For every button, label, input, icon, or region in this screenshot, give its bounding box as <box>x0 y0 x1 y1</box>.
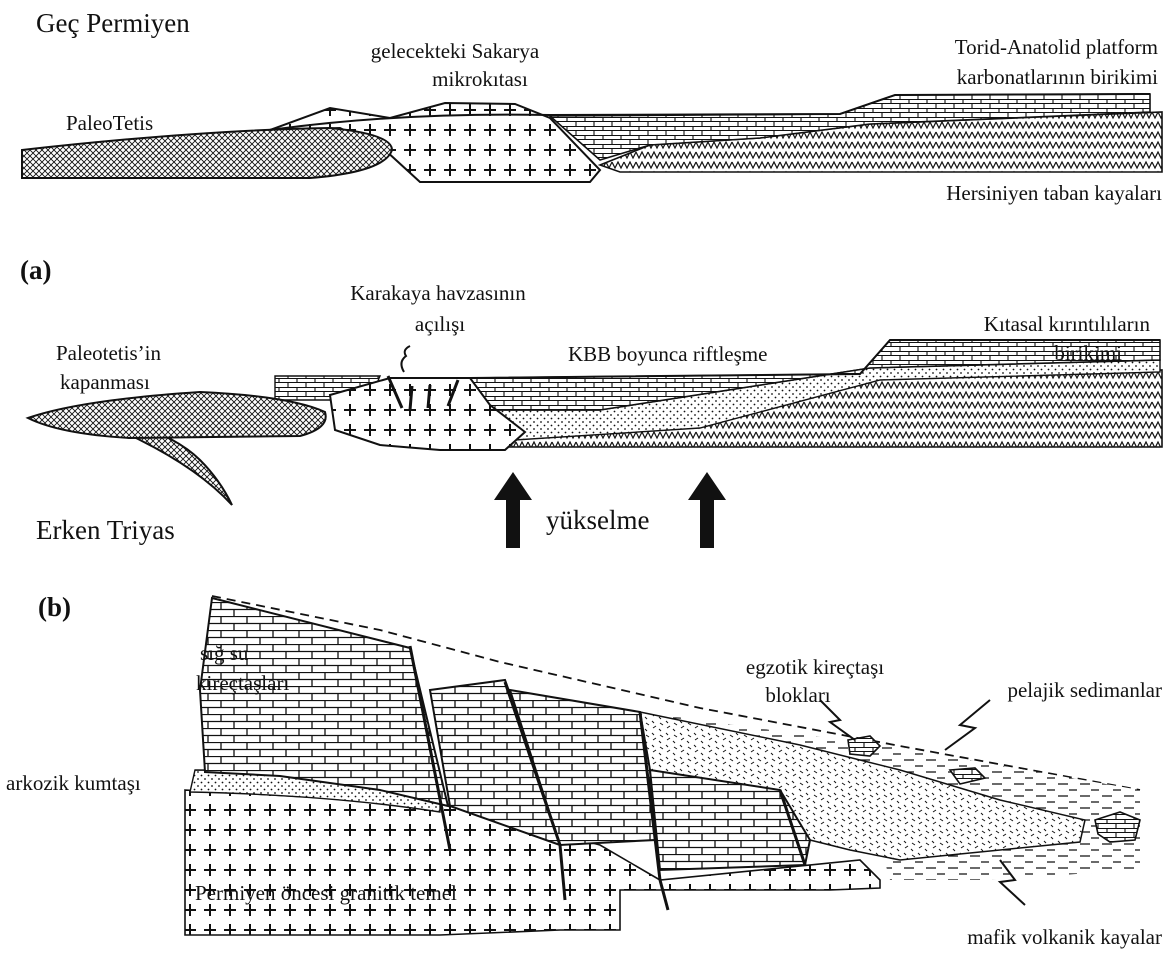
panel-b-marker: (b) <box>38 592 71 622</box>
label-shallow-2: kireçtaşları <box>196 671 289 695</box>
panel-early-triassic: (a) Karakaya havzasının açılışı Kıtasal … <box>20 255 1162 548</box>
title-early-triassic: Erken Triyas <box>36 515 175 545</box>
label-shallow-1: sığ su <box>200 641 249 665</box>
label-mafic: mafik volkanik kayalar <box>967 925 1162 949</box>
uplift-arrow-right-icon <box>688 472 726 548</box>
label-paleotethys: PaleoTetis <box>66 111 153 135</box>
label-torid-2: karbonatlarının birikimi <box>957 65 1158 89</box>
label-karakaya-2: açılışı <box>415 312 465 336</box>
panel-a-marker: (a) <box>20 255 51 285</box>
label-kbb-rifting: KBB boyunca riftleşme <box>568 342 767 366</box>
paleotethys-ocean-unit <box>22 128 392 178</box>
label-hercynian: Hersiniyen taban kayaları <box>946 181 1162 205</box>
label-sakarya-1: gelecekteki Sakarya <box>371 39 540 63</box>
label-pelagic: pelajik sedimanlar <box>1007 678 1162 702</box>
label-paleotethys-closure-2: kapanması <box>60 370 150 394</box>
label-arkose: arkozik kumtaşı <box>6 771 141 795</box>
label-kitasal-1: Kıtasal kırıntılıların <box>984 312 1151 336</box>
label-paleotethys-closure-1: Paleotetis’in <box>56 341 161 365</box>
leader-pelagic <box>945 700 990 750</box>
label-exotic-2: blokları <box>765 683 830 707</box>
label-kitasal-2: birikimi <box>1054 341 1122 365</box>
panel-late-permian: Geç Permiyen gelecekteki Sakarya mikrokı… <box>22 8 1162 205</box>
paleotethys-remnant <box>28 392 326 438</box>
label-granite-basement: Permiyen öncesi granitik temel <box>195 881 457 905</box>
title-late-permian: Geç Permiyen <box>36 8 190 38</box>
label-torid-1: Torid-Anatolid platform <box>955 35 1158 59</box>
label-exotic-1: egzotik kireçtaşı <box>746 655 884 679</box>
label-uplift: yükselme <box>546 505 649 535</box>
uplift-arrow-left-icon <box>494 472 532 548</box>
rift-volcano-symbol <box>401 346 410 372</box>
panel-b: (b) sığ su kireçtaşları arkozik kumtaşı … <box>6 592 1162 949</box>
label-karakaya-1: Karakaya havzasının <box>350 281 526 305</box>
label-sakarya-2: mikrokıtası <box>432 67 528 91</box>
